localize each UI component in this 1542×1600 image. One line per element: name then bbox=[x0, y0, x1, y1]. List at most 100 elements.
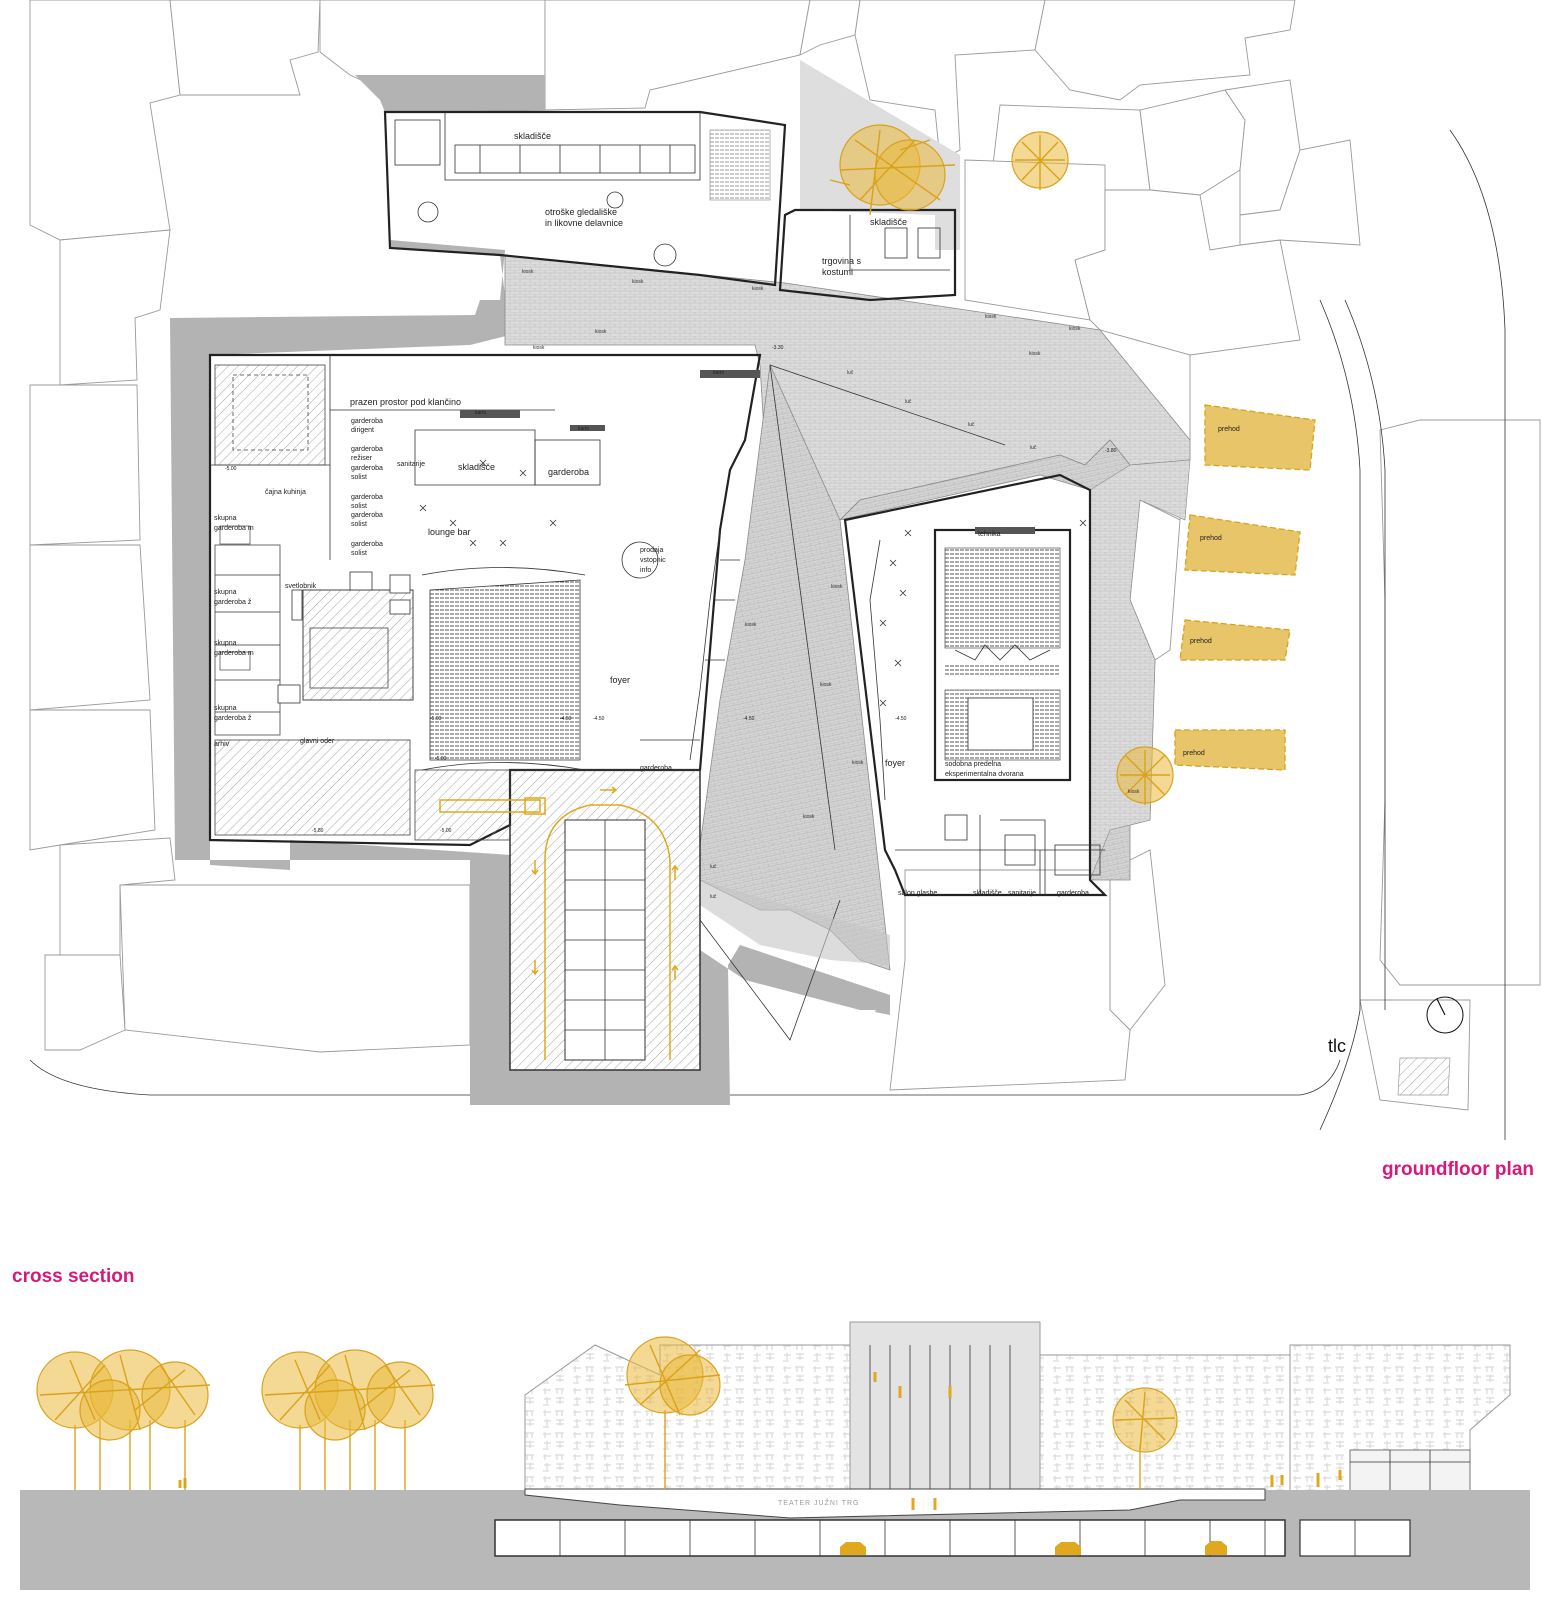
room-label-info: info bbox=[640, 567, 651, 574]
plan-trees bbox=[829, 124, 1174, 805]
room-label-solist-2: solist bbox=[351, 503, 367, 510]
room-label-garderoba-3: garderoba bbox=[1057, 890, 1089, 897]
site-context bbox=[29, 0, 1541, 1140]
label-karto-2: karto bbox=[475, 410, 486, 416]
parking-ramp bbox=[439, 769, 701, 1071]
kiosk-mark: kiosk bbox=[1069, 326, 1081, 332]
kiosk-mark: kiosk bbox=[1029, 351, 1041, 357]
room-label-dirigent: dirigent bbox=[351, 427, 374, 434]
light-mark: luč bbox=[710, 864, 717, 870]
room-label-skupna-m-2: skupna bbox=[214, 640, 237, 647]
room-label-glavni-oder: glavni oder bbox=[300, 738, 335, 745]
section-trees bbox=[36, 1336, 1178, 1490]
room-label-skladisce: skladišče bbox=[514, 131, 551, 141]
room-label-arhiv: arhiv bbox=[214, 741, 230, 748]
room-label-workshops-2: in likovne delavnice bbox=[545, 218, 623, 228]
room-label-garderoba-solist-3: garderoba bbox=[351, 512, 383, 519]
room-label-hall-2: eksperimentalna dvorana bbox=[945, 771, 1024, 778]
level-mark: -5.80 bbox=[312, 828, 324, 834]
light-mark: luč bbox=[905, 399, 912, 405]
room-label-solist-3: solist bbox=[351, 521, 367, 528]
level-marks: -3.30 -5.00 -4.50 -4.50 -4.50 -5.00 -5.0… bbox=[225, 345, 1117, 834]
room-label-prehod-2: prehod bbox=[1200, 535, 1222, 542]
level-mark: -5.00 bbox=[435, 756, 447, 762]
room-label-prodaja: prodaja bbox=[640, 547, 663, 554]
level-mark: -4.50 bbox=[743, 716, 755, 722]
kiosk-mark: kiosk bbox=[852, 760, 864, 766]
plan-labels: skladišče otroške gledališke in likovne … bbox=[214, 131, 1240, 897]
kiosk-mark: kiosk bbox=[752, 286, 764, 292]
room-label-salon-glasbe: salon glasbe bbox=[898, 890, 937, 897]
room-label-garderoba-solist-4: garderoba bbox=[351, 541, 383, 548]
kiosk-mark: kiosk bbox=[831, 584, 843, 590]
room-label-sanitarije: sanitarije bbox=[397, 461, 425, 468]
room-label-skladisce-3: skladišče bbox=[458, 462, 495, 472]
kiosk-mark: kiosk bbox=[820, 682, 832, 688]
north-label: tlc bbox=[1328, 1036, 1346, 1056]
label-karto-1: karto bbox=[713, 370, 724, 376]
room-label-foyer-2: foyer bbox=[885, 758, 905, 768]
level-mark: -4.50 bbox=[560, 716, 572, 722]
room-label-garderoba: garderoba bbox=[548, 467, 589, 477]
room-label-costumes: trgovina s bbox=[822, 256, 862, 266]
north-arrow bbox=[1426, 996, 1464, 1034]
groundfloor-title: groundfloor plan bbox=[1382, 1159, 1534, 1180]
room-label-cajna-kuhinja: čajna kuhinja bbox=[265, 489, 306, 496]
kiosk-mark: kiosk bbox=[522, 269, 534, 275]
room-label-tehnika: tehnika bbox=[978, 531, 1001, 538]
kiosk-mark: kiosk bbox=[1128, 789, 1140, 795]
room-label-prehod-1: prehod bbox=[1218, 426, 1240, 433]
room-label-skupna-z-2b: garderoba ž bbox=[214, 715, 252, 722]
room-label-garderoba-2: garderoba bbox=[640, 765, 672, 772]
room-label-garderoba-dirigent: garderoba bbox=[351, 418, 383, 425]
kiosk-mark: kiosk bbox=[632, 279, 644, 285]
kiosk-marks: kiosk kiosk kiosk kiosk kiosk kiosk kios… bbox=[522, 269, 1140, 900]
room-label-sanitarije-2: sanitarije bbox=[1008, 890, 1036, 897]
kiosk-mark: kiosk bbox=[985, 314, 997, 320]
cross-section: TEATER JUŽNI TRG bbox=[20, 1321, 1530, 1590]
level-mark: -4.50 bbox=[593, 716, 605, 722]
section-title: cross section bbox=[12, 1266, 135, 1287]
room-label-workshops: otroške gledališke bbox=[545, 207, 617, 217]
room-label-solist-1: solist bbox=[351, 474, 367, 481]
room-label-skupna-m-2b: garderoba m bbox=[214, 650, 254, 657]
room-label-skupna-m-1b: garderoba m bbox=[214, 525, 254, 532]
room-label-garderoba-reziser: garderoba bbox=[351, 446, 383, 453]
room-label-prehod-3: prehod bbox=[1190, 638, 1212, 645]
room-label-skupna-z-1b: garderoba ž bbox=[214, 599, 252, 606]
room-label-foyer: foyer bbox=[610, 675, 630, 685]
label-karto-3: karto bbox=[578, 426, 589, 432]
room-label-skladisce-4: skladišče bbox=[973, 890, 1002, 897]
level-mark: -5.00 bbox=[430, 716, 442, 722]
light-mark: luč bbox=[1030, 445, 1037, 451]
level-mark: -4.50 bbox=[895, 716, 907, 722]
room-label-skupna-z-1: skupna bbox=[214, 589, 237, 596]
room-label-hall: sodobna predelna bbox=[945, 761, 1001, 768]
kiosk-mark: kiosk bbox=[533, 345, 545, 351]
room-label-garderoba-solist-2: garderoba bbox=[351, 494, 383, 501]
room-label-skupna-z-2: skupna bbox=[214, 705, 237, 712]
room-label-costumes-2: kostumi bbox=[822, 267, 853, 277]
room-label-vstopnic: vstopnic bbox=[640, 557, 666, 564]
room-label-solist-4: solist bbox=[351, 550, 367, 557]
level-mark: -5.00 bbox=[440, 828, 452, 834]
light-mark: luč bbox=[847, 370, 854, 376]
experimental-hall bbox=[843, 473, 1108, 897]
light-mark: luč bbox=[968, 422, 975, 428]
room-label-lounge-bar: lounge bar bbox=[428, 527, 471, 537]
level-mark: -5.00 bbox=[225, 466, 237, 472]
light-mark: luč bbox=[710, 894, 717, 900]
room-label-garderoba-solist-1: garderoba bbox=[351, 465, 383, 472]
level-mark: -3.30 bbox=[772, 345, 784, 351]
room-label-reziser: režiser bbox=[351, 455, 373, 462]
room-label-skupna-m-1: skupna bbox=[214, 515, 237, 522]
room-label-skladisce-2: skladišče bbox=[870, 217, 907, 227]
kiosk-mark: kiosk bbox=[803, 814, 815, 820]
theatre-sign: TEATER JUŽNI TRG bbox=[778, 1498, 859, 1507]
workshops-building bbox=[383, 110, 957, 302]
kiosk-mark: kiosk bbox=[745, 622, 757, 628]
room-label-svetlobnik: svetlobnik bbox=[285, 583, 317, 590]
level-mark: -3.80 bbox=[1105, 448, 1117, 454]
room-label-prehod-4: prehod bbox=[1183, 750, 1205, 757]
